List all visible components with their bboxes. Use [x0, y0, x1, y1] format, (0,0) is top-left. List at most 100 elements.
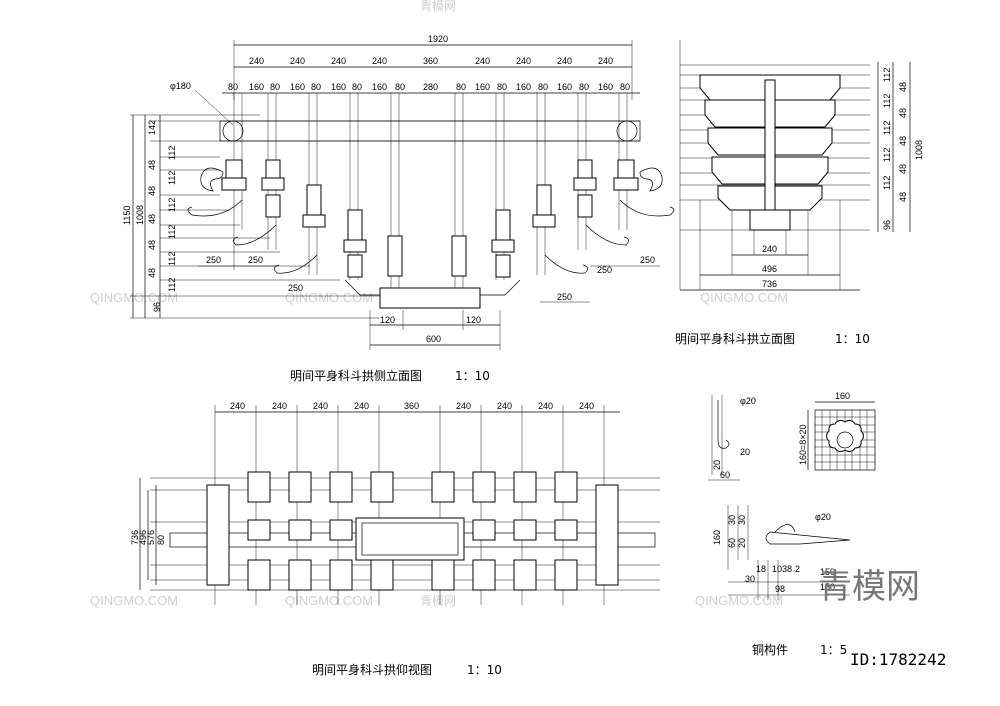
dim-20: 20: [740, 447, 750, 457]
dim-240: 240: [516, 56, 531, 66]
dim-160: 160: [249, 82, 264, 92]
bracket-stack-right: [491, 159, 675, 278]
dim-160: 160: [516, 82, 531, 92]
dim-112: 112: [882, 121, 892, 135]
dim-112: 112: [882, 94, 892, 108]
dim-112: 112: [167, 278, 177, 292]
top-beam: [219, 120, 641, 142]
side-elevation-view: 1920 240 240 240 240 360 240 240 240 240…: [122, 34, 675, 383]
center-block: [451, 235, 467, 277]
watermark-text: QINGMO.COM: [695, 593, 783, 608]
dim-60: 60: [727, 538, 737, 548]
dim-112: 112: [882, 148, 892, 162]
dim-250: 250: [640, 255, 655, 265]
dim-1008: 1008: [914, 140, 924, 160]
dim-160: 160: [835, 391, 850, 401]
side-view-title: 明间平身科斗拱侧立面图: [290, 368, 422, 383]
image-id-label: ID:1782242: [850, 650, 946, 669]
dim-1038: 1038: [772, 564, 792, 574]
watermark-text: QINGMO.COM: [90, 593, 178, 608]
dim-160: 160: [290, 82, 305, 92]
dim-576: 576: [146, 530, 156, 545]
watermark-cn: 青模网: [420, 0, 456, 13]
dim-142: 142: [147, 120, 157, 135]
dim-240: 240: [497, 401, 512, 411]
dim-736: 736: [130, 530, 140, 545]
brand-watermark: 青模网: [818, 567, 920, 607]
dim-phi180: φ180: [170, 81, 191, 91]
dim-80: 80: [620, 82, 630, 92]
dim-48: 48: [898, 136, 908, 146]
dim-240: 240: [598, 56, 613, 66]
center-block: [387, 235, 403, 277]
dim-112: 112: [167, 146, 177, 160]
bottom-view-title: 明间平身科斗拱仰视图: [312, 662, 432, 677]
dim-1150: 1150: [122, 206, 132, 225]
dim-80: 80: [538, 82, 548, 92]
dim-496: 496: [138, 530, 148, 545]
dim-160: 160: [475, 82, 490, 92]
dim-112: 112: [167, 171, 177, 185]
dim-240: 240: [456, 401, 471, 411]
dim-736: 736: [762, 279, 777, 289]
dim-240: 240: [372, 56, 387, 66]
dim-250: 250: [248, 255, 263, 265]
dim-240: 240: [290, 56, 305, 66]
column-guides: [233, 93, 628, 300]
dim-240: 240: [230, 401, 245, 411]
watermark-text: QINGMO.COM: [90, 290, 178, 305]
bracket-blocks-grid: [206, 471, 619, 591]
dim-48: 48: [147, 186, 157, 196]
dim-48: 48: [147, 214, 157, 224]
dim-48: 48: [898, 82, 908, 92]
dim-48: 48: [898, 192, 908, 202]
top-row-dims: 240 240 240 240 360 240 240 240 240: [249, 56, 613, 66]
watermark-text: QINGMO.COM: [285, 290, 373, 305]
dim-96: 96: [882, 220, 892, 230]
cloud-arm: [233, 224, 277, 246]
bracket-stack-left: [187, 159, 367, 278]
dim-80: 80: [228, 82, 238, 92]
dim-250: 250: [288, 283, 303, 293]
dim-30: 30: [745, 574, 755, 584]
dim-112: 112: [167, 225, 177, 239]
cloud-arm: [544, 254, 588, 274]
dim-18: 18: [756, 564, 766, 574]
dim-240: 240: [272, 401, 287, 411]
dim-48: 48: [147, 240, 157, 250]
front-right-dims: 112 48 112 48 112 48 112 48 112 48 96 10…: [877, 62, 924, 232]
dim-phi20: φ20: [740, 396, 756, 406]
front-view-title: 明间平身科斗拱立面图: [675, 331, 795, 346]
round-beam-end: [616, 120, 638, 142]
dim-48: 48: [147, 160, 157, 170]
dim-112: 112: [167, 198, 177, 212]
dim-250: 250: [597, 265, 612, 275]
dim-48: 48: [898, 108, 908, 118]
dim-80: 80: [395, 82, 405, 92]
dim-120: 120: [466, 315, 481, 325]
front-bracket-stack: [699, 74, 841, 231]
copper-hook: [717, 400, 730, 449]
dim-20: 20: [712, 460, 722, 470]
dim-80: 80: [497, 82, 507, 92]
dim-overall: 1920: [428, 34, 448, 44]
dim-60: 60: [720, 470, 730, 480]
dim-30: 30: [727, 515, 737, 525]
dim-20: 20: [737, 538, 747, 548]
base-block: [379, 287, 481, 309]
copper-scale: 1：5: [820, 643, 847, 657]
cloud-ornament-left: [200, 167, 224, 192]
dim-240: 240: [579, 401, 594, 411]
dim-240: 240: [762, 244, 777, 254]
dim-280: 280: [423, 82, 438, 92]
watermark-cn: 青模网: [420, 594, 456, 608]
dim-2: 2: [795, 564, 800, 574]
cloud-arm: [274, 254, 318, 274]
front-view-scale: 1：10: [835, 332, 870, 346]
second-row-dims: 80 160 80 160 80 160 80 160 80 280 80 16…: [228, 82, 630, 92]
dim-112: 112: [167, 252, 177, 266]
bottom-top-dims: 240 240 240 240 360 240 240 240 240: [230, 401, 594, 411]
front-elevation-view: 112 48 112 48 112 48 112 48 112 48 96 10…: [675, 40, 924, 346]
dim-30: 30: [737, 515, 747, 525]
